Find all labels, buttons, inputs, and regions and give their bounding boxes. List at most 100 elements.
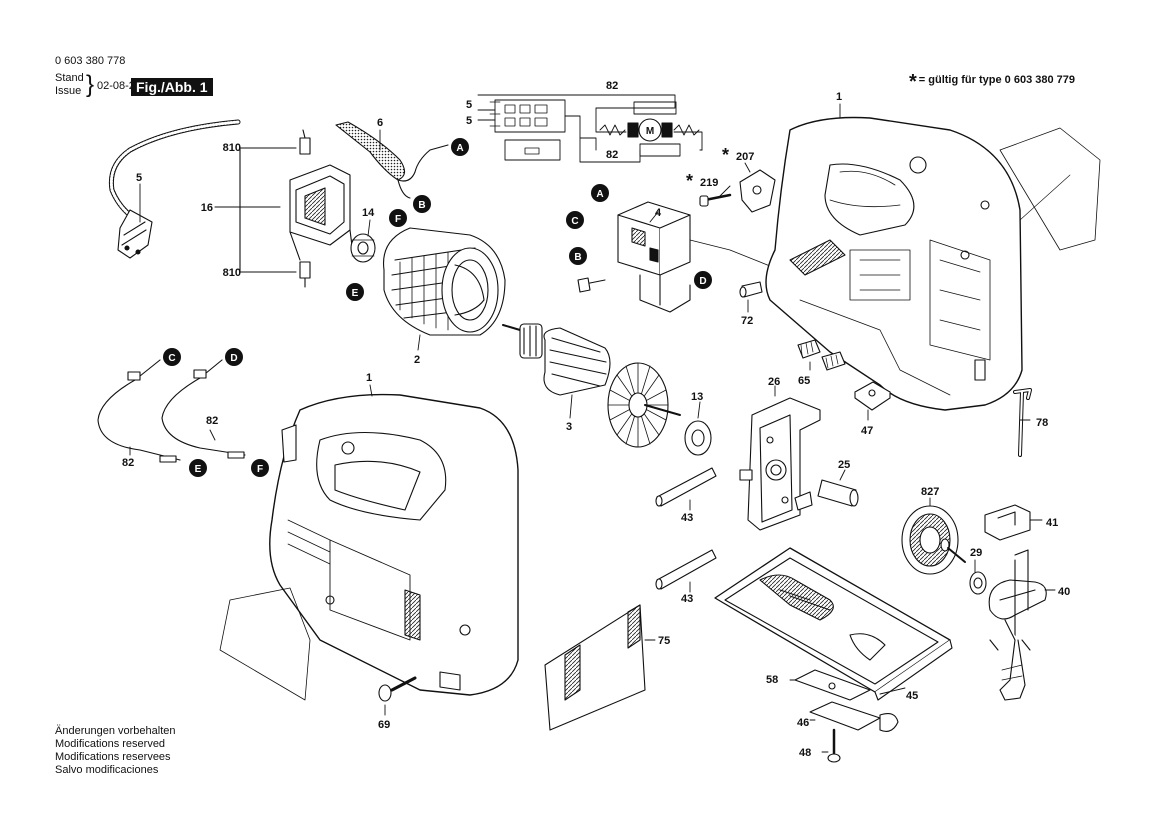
part-label-75: 75 <box>658 635 670 647</box>
part-label-58: 58 <box>766 674 778 686</box>
housing-half-right <box>765 116 1101 411</box>
asterisk-219: * <box>686 171 693 191</box>
needle-bearing <box>350 233 376 263</box>
wiring-schematic: M <box>477 94 703 163</box>
connector-e-stator: E <box>346 283 364 301</box>
part-label-65: 65 <box>798 375 810 387</box>
blade-holder-plunger <box>988 549 1047 701</box>
part-label-47: 47 <box>861 425 873 437</box>
guide-pin-43-upper <box>655 467 717 507</box>
part-label-1-assembled: 1 <box>366 372 372 384</box>
footer-line-en: Modifications reserved <box>55 738 166 750</box>
footer-line-es: Salvo modificaciones <box>55 764 159 776</box>
part-label-1-housing: 1 <box>836 91 842 103</box>
guide-plate-47 <box>854 381 891 411</box>
svg-text:A: A <box>456 143 463 154</box>
blade-guide <box>809 701 899 732</box>
part-label-16: 16 <box>201 202 213 214</box>
gear-bracket <box>739 397 821 531</box>
screw-48 <box>827 728 841 763</box>
part-label-78: 78 <box>1036 417 1048 429</box>
figure-label: Fig./Abb. 1 <box>131 78 213 96</box>
connection-lead-d <box>161 359 246 459</box>
gear-827 <box>901 505 966 575</box>
part-label-2: 2 <box>414 354 420 366</box>
damper-pads <box>797 339 846 371</box>
part-label-72: 72 <box>741 315 753 327</box>
part-label-45: 45 <box>906 690 918 702</box>
part-label-827: 827 <box>921 486 939 498</box>
chip-guard <box>544 604 646 731</box>
connector-d-switch: D <box>694 271 712 289</box>
part-number-labels: 5 6 810 810 16 14 2 3 13 4 82 82 5 5 1 *… <box>122 80 1070 759</box>
lever-41 <box>984 504 1031 541</box>
svg-text:C: C <box>168 353 175 364</box>
part-label-43-lower: 43 <box>681 593 693 605</box>
part-label-43-upper: 43 <box>681 512 693 524</box>
svg-text:B: B <box>574 252 581 263</box>
issue-label: Issue <box>55 85 82 97</box>
svg-text:D: D <box>699 276 706 287</box>
connector-a-switch: A <box>591 184 609 202</box>
switch-cable <box>335 121 449 199</box>
connector-c-switch: C <box>566 211 584 229</box>
brace-icon: } <box>86 71 95 98</box>
hex-key <box>1013 388 1032 457</box>
footer-line-de: Änderungen vorbehalten <box>55 725 176 737</box>
part-label-69: 69 <box>378 719 390 731</box>
part-label-3: 3 <box>566 421 572 433</box>
part-label-82-lead-c: 82 <box>122 457 134 469</box>
asterisk-207: * <box>722 145 729 165</box>
field-coil-stator <box>382 227 506 336</box>
part-label-14: 14 <box>362 207 375 219</box>
part-label-810-bottom: 810 <box>223 267 241 279</box>
asterisk-icon: * <box>909 71 917 93</box>
validity-note-text: = gültig für type 0 603 380 779 <box>918 74 1076 86</box>
part-label-13: 13 <box>691 391 703 403</box>
base-plate <box>714 547 953 701</box>
part-label-6: 6 <box>377 117 383 129</box>
connector-d-lead: D <box>225 348 243 366</box>
connector-c-lead: C <box>163 348 181 366</box>
part-label-82-schematic-top: 82 <box>606 80 618 92</box>
issue-date: 02-08-23 <box>97 80 142 92</box>
part-label-40: 40 <box>1058 586 1070 598</box>
svg-text:F: F <box>257 464 263 475</box>
assembled-jigsaw-housing <box>219 393 519 701</box>
connector-f-stator: F <box>389 209 407 227</box>
support-roller <box>969 571 987 595</box>
footer-line-fr: Modifications reservees <box>55 751 171 763</box>
guide-pin-43-lower <box>655 549 717 590</box>
part-label-810-top: 810 <box>223 142 241 154</box>
clip-207 <box>739 169 776 213</box>
part-label-5-schematic-b: 5 <box>466 115 472 127</box>
brush-holder-assembly <box>214 129 353 288</box>
guide-roller-bracket <box>794 669 871 701</box>
svg-text:A: A <box>596 189 603 200</box>
ball-bearing <box>684 420 712 456</box>
connector-markers: A B F E A C B D C D E F <box>163 138 712 477</box>
part-label-5-schematic-a: 5 <box>466 99 472 111</box>
svg-text:F: F <box>395 214 401 225</box>
part-label-25: 25 <box>838 459 850 471</box>
connector-f-lead: F <box>251 459 269 477</box>
pin-72 <box>739 281 763 298</box>
svg-text:E: E <box>195 464 202 475</box>
leader-lines <box>129 103 1056 753</box>
guide-pin-25 <box>817 479 859 507</box>
part-label-5: 5 <box>136 172 142 184</box>
connector-b-switch-cable: B <box>413 195 431 213</box>
connector-a-switch-cable: A <box>451 138 469 156</box>
svg-text:B: B <box>418 200 425 211</box>
part-label-26: 26 <box>768 376 780 388</box>
on-off-switch <box>577 201 781 313</box>
part-label-29: 29 <box>970 547 982 559</box>
part-label-82-lead-d: 82 <box>206 415 218 427</box>
armature <box>502 323 681 448</box>
part-label-41: 41 <box>1046 517 1058 529</box>
connection-lead-c <box>97 359 181 463</box>
svg-text:C: C <box>571 216 578 227</box>
screw-69 <box>378 676 417 702</box>
power-cable <box>108 119 241 259</box>
part-label-82-schematic-bottom: 82 <box>606 149 618 161</box>
